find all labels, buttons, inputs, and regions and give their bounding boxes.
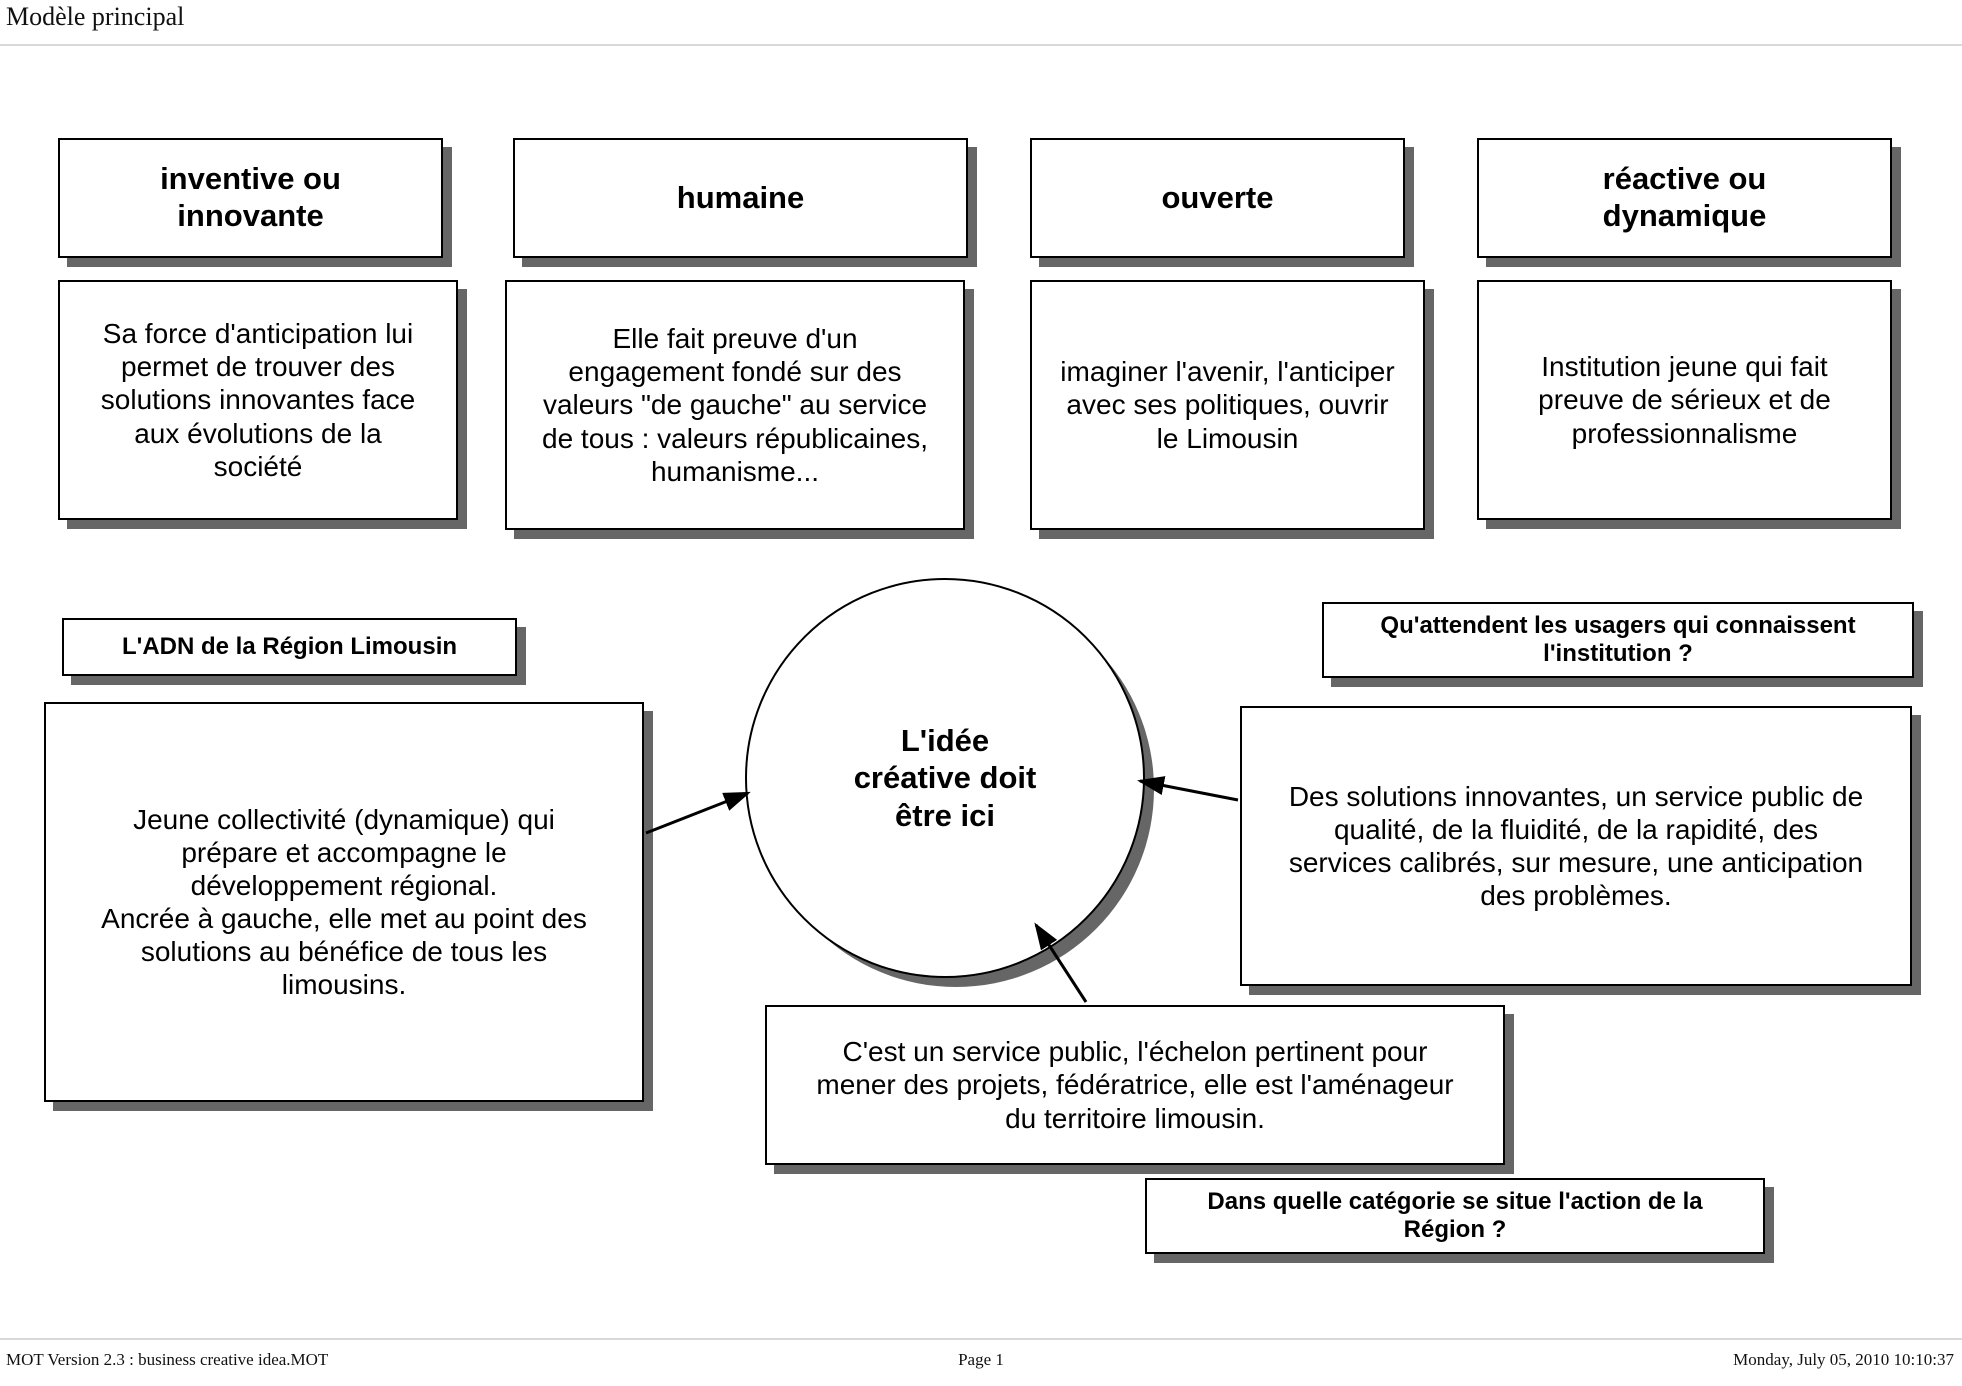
category-title-reactive-label: réactive ou dynamique	[1602, 161, 1767, 233]
bottom-question-box[interactable]: Dans quelle catégorie se situe l'action …	[1145, 1178, 1765, 1254]
left-content-box[interactable]: Jeune collectivité (dynamique) qui prépa…	[44, 702, 644, 1102]
header-divider	[0, 44, 1962, 46]
arrow-right-to-center	[1137, 776, 1239, 802]
left-label-box[interactable]: L'ADN de la Région Limousin	[62, 618, 517, 676]
category-desc-ouverte[interactable]: imaginer l'avenir, l'anticiper avec ses …	[1030, 280, 1425, 530]
category-title-humaine[interactable]: humaine	[513, 138, 968, 258]
bottom-content-box[interactable]: C'est un service public, l'échelon perti…	[765, 1005, 1505, 1165]
category-desc-ouverte-text: imaginer l'avenir, l'anticiper avec ses …	[1060, 356, 1395, 454]
category-desc-reactive-text: Institution jeune qui fait preuve de sér…	[1538, 351, 1831, 449]
category-title-reactive[interactable]: réactive ou dynamique	[1477, 138, 1892, 258]
page-title: Modèle principal	[6, 2, 185, 31]
central-circle[interactable]: L'idée créative doit être ici	[745, 578, 1145, 978]
category-title-inventive-label: inventive ou innovante	[160, 161, 341, 233]
category-title-humaine-label: humaine	[676, 179, 805, 215]
central-circle-label: L'idée créative doit être ici	[853, 723, 1037, 833]
category-desc-reactive[interactable]: Institution jeune qui fait preuve de sér…	[1477, 280, 1892, 520]
category-title-ouverte-label: ouverte	[1161, 179, 1274, 215]
bottom-question-text: Dans quelle catégorie se situe l'action …	[1207, 1187, 1703, 1243]
category-title-ouverte[interactable]: ouverte	[1030, 138, 1405, 258]
arrow-left-to-center	[645, 791, 751, 835]
right-content-box[interactable]: Des solutions innovantes, un service pub…	[1240, 706, 1912, 986]
footer-file-info: MOT Version 2.3 : business creative idea…	[6, 1350, 329, 1369]
left-label-text: L'ADN de la Région Limousin	[121, 632, 458, 660]
category-desc-humaine-text: Elle fait preuve d'un engagement fondé s…	[542, 323, 928, 487]
footer-timestamp: Monday, July 05, 2010 10:10:37	[1733, 1350, 1954, 1369]
category-desc-inventive[interactable]: Sa force d'anticipation lui permet de tr…	[58, 280, 458, 520]
footer-divider	[0, 1338, 1962, 1340]
right-label-text: Qu'attendent les usagers qui connaissent…	[1380, 611, 1856, 667]
category-title-inventive[interactable]: inventive ou innovante	[58, 138, 443, 258]
bottom-content-text: C'est un service public, l'échelon perti…	[816, 1036, 1454, 1134]
left-content-text: Jeune collectivité (dynamique) qui prépa…	[101, 803, 587, 1001]
right-content-text: Des solutions innovantes, un service pub…	[1288, 780, 1864, 912]
right-label-box[interactable]: Qu'attendent les usagers qui connaissent…	[1322, 602, 1914, 678]
footer-page-number: Page 1	[958, 1350, 1004, 1369]
category-desc-inventive-text: Sa force d'anticipation lui permet de tr…	[100, 318, 416, 482]
category-desc-humaine[interactable]: Elle fait preuve d'un engagement fondé s…	[505, 280, 965, 530]
